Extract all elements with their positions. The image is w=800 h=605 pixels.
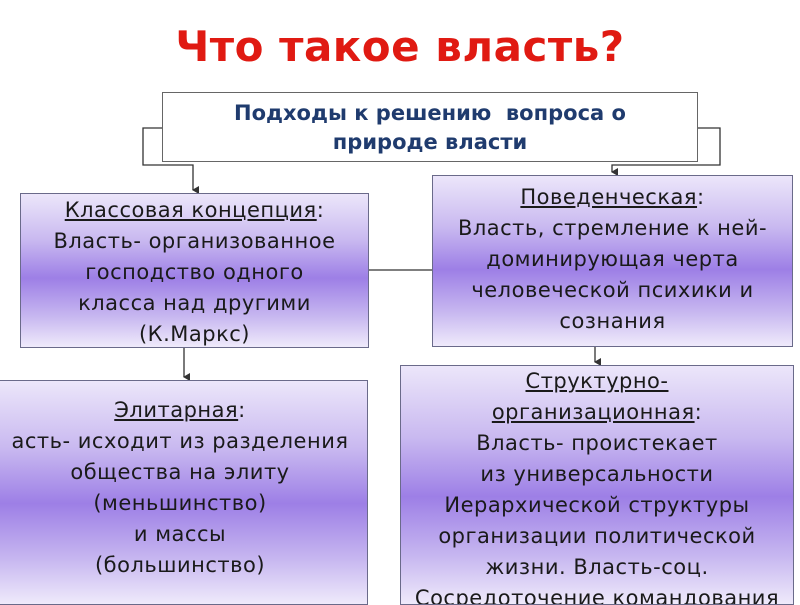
elite-text-4: и массы [133,522,227,546]
elite-text-1: асть- исходит из разделения [11,429,349,453]
behavioral-text-4: сознания [559,309,666,333]
structural-box: Структурно- организационная: Власть- про… [400,365,794,605]
approaches-header-box: Подходы к решению вопроса о природе влас… [162,92,698,162]
structural-text-1: Власть- проистекает [476,431,718,455]
behavioral-text-3: человеческой психики и [471,278,754,302]
approaches-header-line2: природе власти [332,130,528,154]
elite-heading-line: Элитарная: [114,398,246,422]
behavioral-heading-line: Поведенческая: [520,185,705,209]
class-concept-heading-line: Классовая концепция: [64,198,325,222]
class-concept-text-3: класса над другими [78,291,311,315]
structural-heading-line1: Структурно- [525,369,669,393]
approaches-header-line1: Подходы к решению вопроса о [234,101,626,125]
class-concept-text-1: Власть- организованное [53,229,336,253]
elite-text-5: (большинство) [94,553,266,577]
class-concept-text-2: господство одного [85,260,304,284]
elite-text-2: общества на элиту [70,460,290,484]
behavioral-box: Поведенческая: Власть, стремление к ней-… [432,175,793,347]
elite-heading: Элитарная [114,398,239,422]
elite-box: Элитарная: асть- исходит из разделения о… [0,380,368,605]
structural-text-3: Иерархической структуры [444,493,750,517]
class-concept-heading: Классовая концепция [64,198,317,222]
structural-heading-line2: организационная: [491,400,703,424]
elite-text-3: (меньшинство) [93,491,267,515]
page-title: Что такое власть? [175,22,625,71]
structural-text-6: Сосредоточение командования [414,586,780,605]
behavioral-text-1: Власть, стремление к ней- [457,216,768,240]
structural-text-4: организации политической [438,524,756,548]
class-concept-box: Классовая концепция: Власть- организован… [20,193,369,348]
class-concept-text-4: (К.Маркс) [138,322,251,346]
behavioral-heading: Поведенческая [520,185,698,209]
structural-text-5: жизни. Власть-соц. [485,555,709,579]
structural-text-2: из универсальности [480,462,714,486]
behavioral-text-2: доминирующая черта [486,247,739,271]
